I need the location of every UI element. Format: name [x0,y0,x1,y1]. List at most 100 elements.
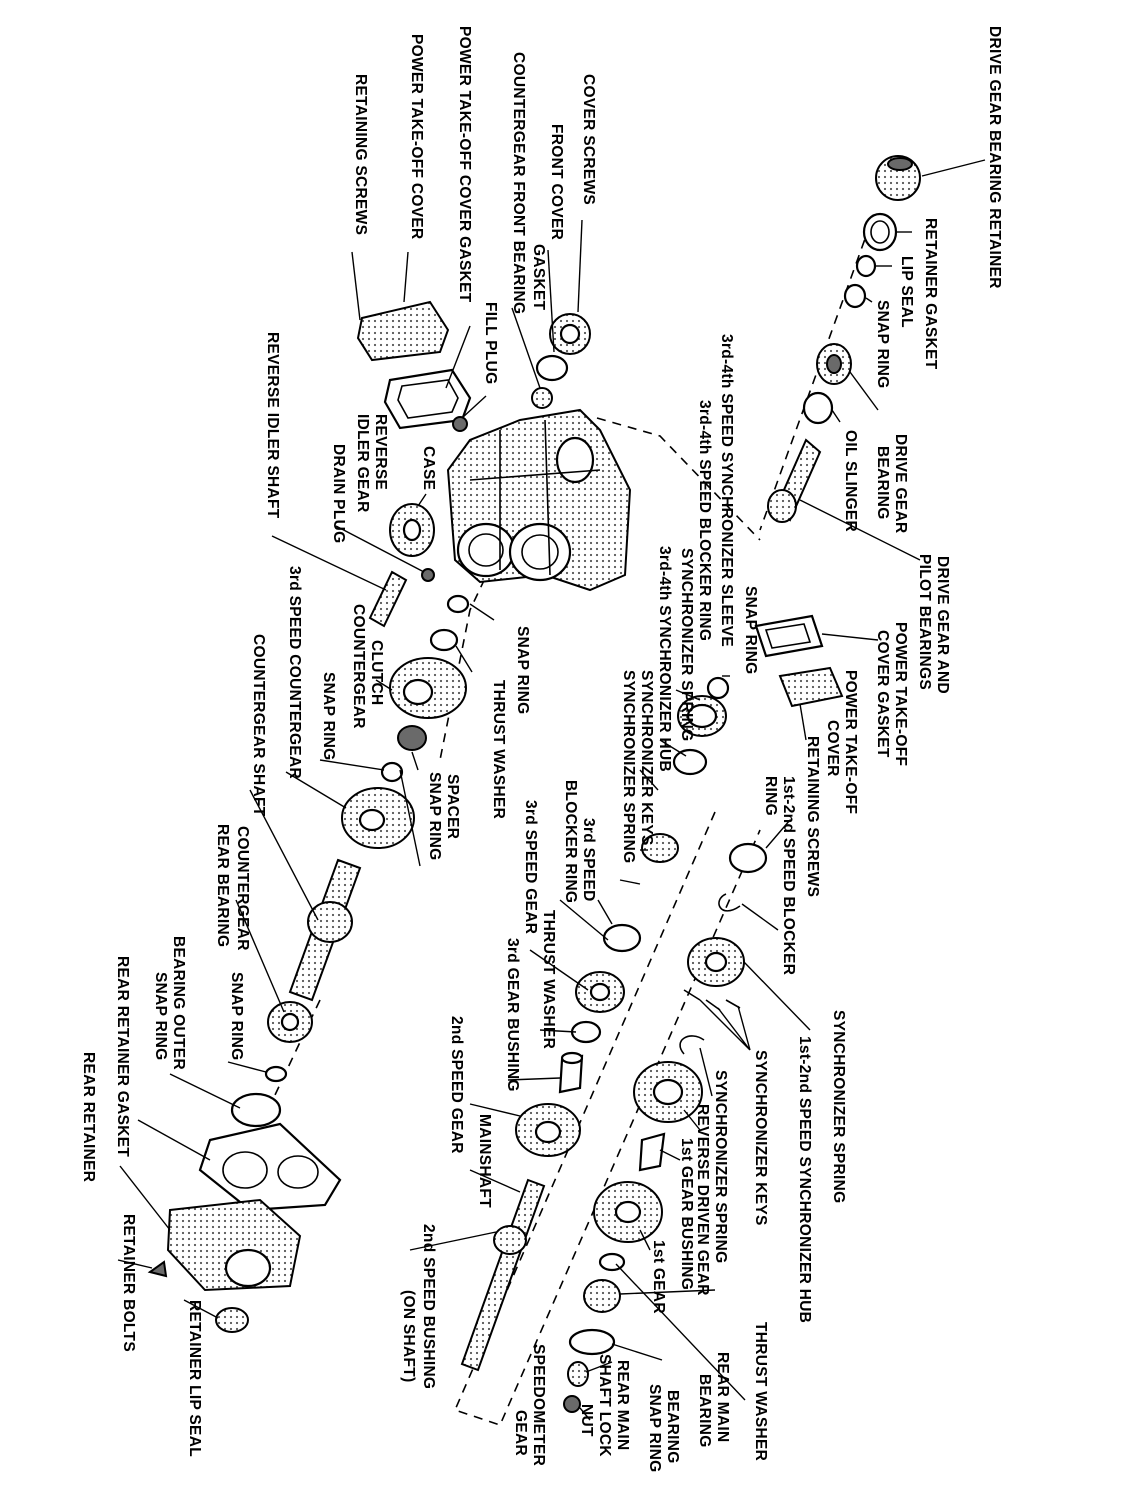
label-sync-keys-c: SYNCHRONIZER KEYS [638,670,655,846]
synchronizer-spring-r2-part [679,1035,705,1055]
rear-main-nut-part [563,1395,581,1413]
label-spacer: SPACER [444,774,461,839]
label-countergear-rear-bearing-2: REAR BEARING [214,824,231,947]
countergear-shaft-part [288,858,362,1002]
label-countergear-rear-bearing-1: COUNTERGEAR [234,826,251,951]
label-first-gear-bushing: 1st GEAR BUSHING [678,1138,695,1290]
label-reverse-idler-shaft: REVERSE IDLER SHAFT [264,332,281,519]
first-gear-bushing-part [638,1132,666,1172]
drive-gear-bearing-retainer-part [875,155,921,201]
labels: DRIVE GEAR BEARING RETAINER RETAINER GAS… [80,26,1003,1473]
fill-plug-part [452,416,468,432]
lip-seal-part [855,254,877,278]
blocker-ring-12-part [728,842,768,874]
rear-retainer-gasket-part [198,1122,342,1212]
retainer-gasket-part [862,212,898,252]
reverse-idler-gear-part [389,503,435,557]
retainer-bolts-part [147,1260,168,1278]
label-front-cover-gasket-1: FRONT COVER [548,124,565,240]
second-speed-gear-part [515,1103,581,1157]
label-first-gear: 1st GEAR [650,1240,667,1314]
retainer-lip-seal-part [215,1307,249,1333]
label-rear-retainer-gasket: REAR RETAINER GASKET [114,956,131,1157]
label-blocker-ring-12-2: RING [762,776,779,816]
label-blocker-ring-3-2: BLOCKER RING [562,780,579,903]
snap-ring-part-top [706,676,730,700]
label-drive-gear-pilot-1: DRIVE GEAR AND [934,556,951,694]
label-rear-retainer: REAR RETAINER [80,1052,97,1182]
label-retainer-lip-seal: RETAINER LIP SEAL [186,1300,203,1457]
rear-retainer-part [166,1198,302,1292]
label-countergear-shaft: COUNTERGEAR SHAFT [250,634,267,817]
synchronizer-spring-r-part [718,893,741,912]
sync-sleeve-34-part [677,695,727,737]
label-snap-ring-c: SNAP RING [514,626,531,715]
label-drive-gear-pilot-2: PILOT BEARINGS [916,554,933,690]
label-pto-cover-r2: COVER [824,720,841,777]
label-thrust-washer-c: THRUST WASHER [540,910,557,1049]
label-bearing-outer-snap-ring-1: BEARING OUTER [170,936,187,1070]
label-case: CASE [420,446,437,490]
bearing-snap-ring-part [568,1328,616,1356]
label-sync-spring-c2: SYNCHRONIZER SPRING [620,670,637,863]
label-drain-plug: DRAIN PLUG [330,444,347,543]
oil-slinger-part [802,391,834,425]
synchronizer-keys-r-part [683,989,741,1011]
label-retaining-screws-l: RETAINING SCREWS [352,74,369,235]
label-bearing-snap-ring-2: SNAP RING [646,1384,663,1473]
label-speedometer-gear-2: GEAR [512,1410,529,1456]
label-countergear-front-bearing: COUNTERGEAR FRONT BEARING [510,52,527,314]
label-blocker-ring-34: 3rd-4th SPEED BLOCKER RING [696,400,713,641]
label-second-speed-gear: 2nd SPEED GEAR [448,1016,465,1154]
label-synchronizer-spring-r: SYNCHRONIZER SPRING [830,1010,847,1203]
label-cover-screws: COVER SCREWS [580,74,597,205]
front-cover-gasket-part [535,354,569,382]
label-pto-cover-gasket-r1: POWER TAKE-OFF [892,622,909,766]
label-thrust-washer-l: THRUST WASHER [490,680,507,819]
blocker-ring-3-part [602,923,642,953]
label-third-gear-bushing: 3rd GEAR BUSHING [504,938,521,1092]
label-fill-plug: FILL PLUG [482,302,499,385]
thrust-washer-part-c [570,1020,602,1044]
label-second-bushing-2: (ON SHAFT) [400,1290,417,1383]
label-drive-gear-bearing-2: BEARING [874,446,891,520]
label-pto-cover-l: POWER TAKE-OFF COVER [408,34,425,240]
mainshaft-part [460,1178,546,1372]
rear-main-bearing-part [583,1279,621,1313]
label-mainshaft: MAINSHAFT [476,1114,493,1208]
label-rear-main-bearing-1: REAR MAIN [714,1352,731,1443]
label-synchronizer-hub-12: 1st-2nd SPEED SYNCHRONIZER HUB [796,1036,813,1323]
label-sync-hub-34: 3rd-4th SYNCHRONIZER HUB [656,546,673,772]
reverse-driven-gear-part [633,1061,703,1123]
label-third-countergear: 3rd SPEED COUNTERGEAR [286,566,303,779]
third-gear-bushing-part [558,1051,584,1094]
third-countergear-part [341,787,415,849]
leader-lines [117,159,986,1421]
drive-gear-bearing-part [816,343,852,385]
clutch-countergear-part [389,657,467,719]
first-gear-part [593,1181,663,1243]
label-front-cover-gasket-2: GASKET [530,244,547,311]
speedometer-gear-part [567,1361,589,1387]
label-sync-sleeve-34: 3rd-4th SPEED SYNCHRONIZER SLEEVE [718,334,735,647]
label-blocker-ring-3-1: 3rd SPEED [580,818,597,902]
label-pto-cover-gasket-l: POWER TAKE-OFF COVER GASKET [456,26,473,303]
pto-cover-gasket-left-part [383,368,472,430]
countergear-front-bearing-part [531,387,553,409]
label-speedometer-gear-1: SPEEDOMETER [530,1344,547,1466]
label-bearing-snap-ring-1: BEARING [664,1390,681,1464]
label-snap-ring-l3: SNAP RING [228,972,245,1061]
label-reverse-driven-gear: REVERSE DRIVEN GEAR [694,1104,711,1296]
thrust-washer-part-l [429,628,459,652]
synchronizer-hub-12-part [687,937,745,987]
label-synchronizer-spring-r2: SYNCHRONIZER SPRING [712,1070,729,1263]
label-snap-ring-top: SNAP RING [742,586,759,675]
front-cover-part [549,313,591,355]
label-rear-main-nut-3: NUT [578,1404,595,1437]
drain-plug-part [421,568,435,582]
snap-ring-part-l [380,761,404,783]
label-blocker-ring-12-1: 1st-2nd SPEED BLOCKER [780,776,797,975]
label-clutch-countergear-1: CLUTCH [368,640,385,706]
label-pto-cover-gasket-r2: COVER GASKET [874,630,891,758]
